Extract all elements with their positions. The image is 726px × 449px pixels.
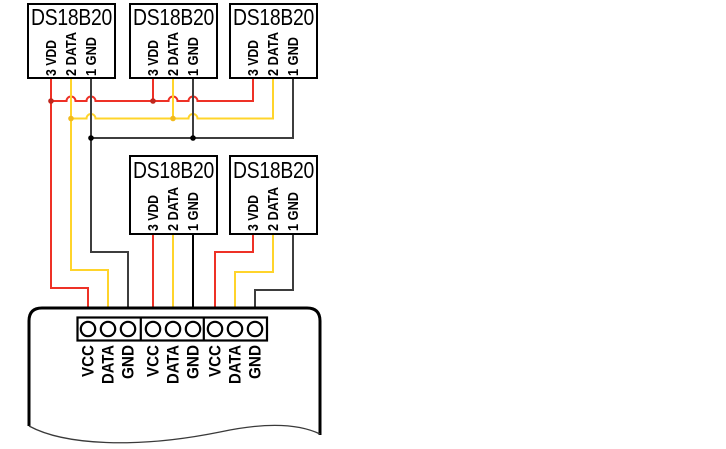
sensor-title: DS18B20 [133,157,214,183]
terminal-circle-gnd-3 [246,320,264,338]
sensor-5: DS18B20 3 VDD 2 DATA 1 GND [229,155,318,235]
sensor-1: DS18B20 3 VDD 2 DATA 1 GND [27,3,116,79]
pin-label-gnd: 1 GND [285,37,302,76]
terminal-circle-gnd-1 [119,320,137,338]
terminal-circle-gnd-2 [184,320,202,338]
sensor-box [27,3,116,79]
terminal-label: VCC [206,345,225,377]
wire-data-feed-group1 [70,78,109,308]
sensor-4: DS18B20 3 VDD 2 DATA 1 GND [129,155,218,235]
junction-dot-data-1 [68,115,74,122]
wire-layer [48,78,294,308]
sensor-2: DS18B20 3 VDD 2 DATA 1 GND [129,3,218,79]
junction-dot-data-2 [170,115,176,122]
sensor-title: DS18B20 [233,4,314,30]
wire-data-sensor5 [234,234,274,308]
sensor-title: DS18B20 [233,157,314,183]
junction-dot-gnd-1 [88,135,94,141]
junction-dot-vdd-1 [48,98,54,104]
sensor-title: DS18B20 [133,4,214,30]
terminal-circle-vcc-1 [79,320,97,338]
pin-label-gnd: 1 GND [185,37,202,76]
terminal-label: VCC [144,345,163,377]
terminal-circle-vcc-3 [206,320,224,338]
sensor-box [229,3,318,79]
pin-label-data: 2 DATA [165,32,182,76]
pin-label-data: 2 DATA [265,32,282,76]
pin-label-gnd: 1 GND [185,192,202,231]
terminal-circles [79,320,264,338]
pin-label-data: 2 DATA [63,32,80,76]
wire-gnd-feed-group1 [90,78,129,308]
terminal-circle-data-2 [164,320,182,338]
pin-label-gnd: 1 GND [285,192,302,231]
pin-label-vdd: 3 VDD [245,195,262,231]
sensor-3: DS18B20 3 VDD 2 DATA 1 GND [229,3,318,79]
pin-label-data: 2 DATA [265,187,282,231]
terminal-label: DATA [99,345,118,384]
wire-vdd-sensor5 [214,234,254,308]
wire-data-bus [71,78,274,120]
wire-gnd-bus [91,78,294,139]
terminal-circle-vcc-2 [144,320,162,338]
terminal-labels: VCC DATA GND VCC DATA GND VCC DATA GND [79,345,265,384]
terminal-label: GND [184,345,203,379]
terminal-label: GND [246,345,265,379]
terminal-circle-data-3 [226,320,244,338]
junction-dot-gnd-2 [190,135,196,141]
pin-label-vdd: 3 VDD [145,195,162,231]
junction-dots [48,98,196,141]
sensor-box [129,3,218,79]
pin-label-vdd: 3 VDD [245,40,262,76]
terminal-label: DATA [226,345,245,384]
pin-label-vdd: 3 VDD [43,40,60,76]
controller-board: VCC DATA GND VCC DATA GND VCC DATA GND [27,306,322,444]
board-torn-edge [28,424,321,444]
pin-label-data: 2 DATA [165,187,182,231]
terminal-label: VCC [79,345,98,377]
pin-label-gnd: 1 GND [83,37,100,76]
wire-vdd-bus [51,78,254,102]
wire-gnd-sensor5 [254,234,294,308]
terminal-circle-data-1 [99,320,117,338]
terminal-label: GND [119,345,138,379]
pin-label-vdd: 3 VDD [145,40,162,76]
sensor-title: DS18B20 [31,4,112,30]
wire-vdd-feed-group1 [50,78,89,308]
terminal-label: DATA [164,345,183,384]
sensor-box [129,155,218,235]
junction-dot-vdd-2 [150,98,156,104]
sensor-box [229,155,318,235]
